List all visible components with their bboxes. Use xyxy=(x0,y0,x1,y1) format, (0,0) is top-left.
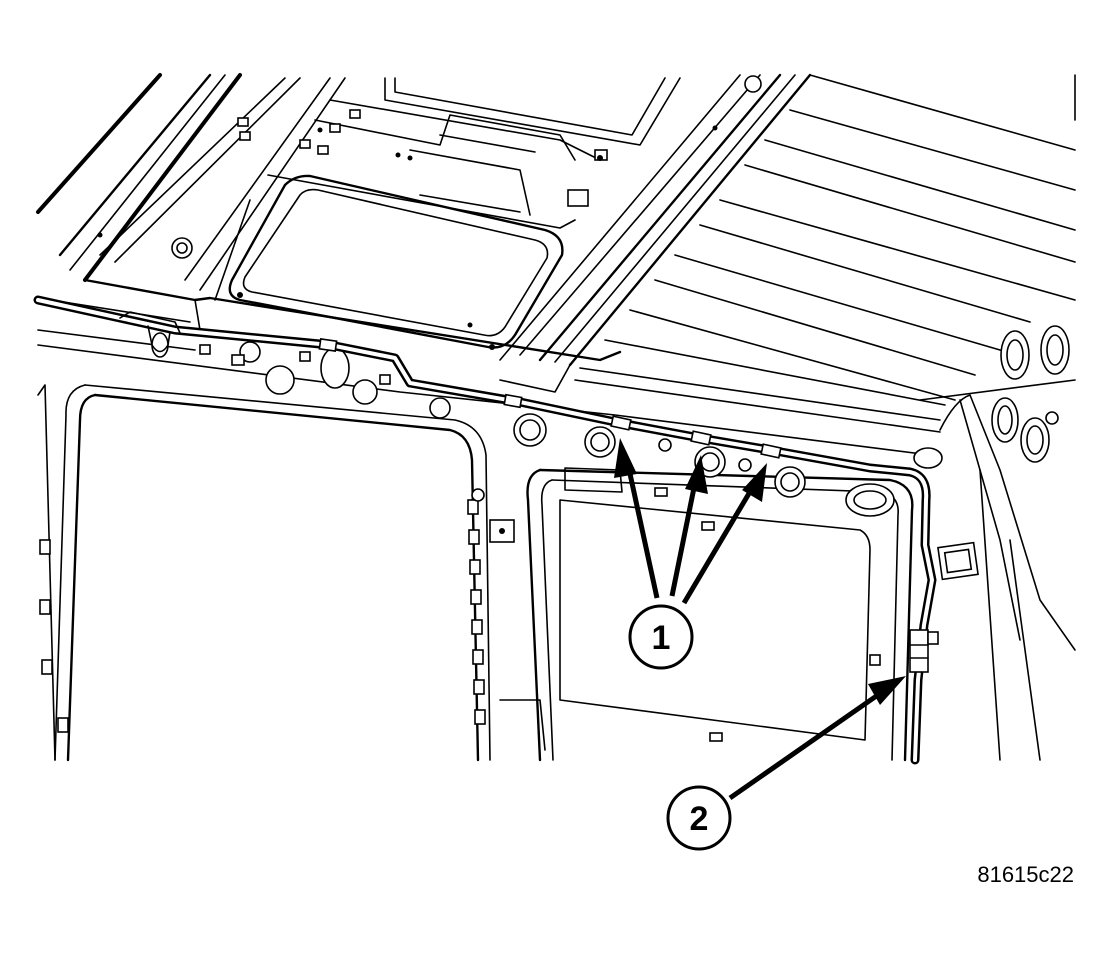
callout-2: 2 xyxy=(666,785,732,851)
callout-1-label: 1 xyxy=(652,619,671,657)
harness-connector xyxy=(909,629,939,673)
harness-clip xyxy=(503,393,523,409)
callout-arrows xyxy=(614,438,906,801)
callout-1: 1 xyxy=(628,604,694,670)
body-holes xyxy=(97,75,943,517)
callout-2-label: 2 xyxy=(690,800,709,838)
callout-1-arrow-b xyxy=(669,455,708,597)
figure-id: 81615c22 xyxy=(977,862,1074,887)
pillar-tabs xyxy=(39,499,486,733)
harness-clip xyxy=(610,415,632,431)
callout-1-arrow-c xyxy=(681,463,767,605)
wiring-harness xyxy=(33,295,939,765)
harness-inner xyxy=(36,298,934,762)
harness-outer xyxy=(33,295,937,765)
harness-clip xyxy=(690,430,712,446)
callout-2-arrow xyxy=(728,676,906,801)
harness-clip xyxy=(760,443,782,459)
callout-1-arrow-a xyxy=(614,438,660,599)
harness-clip xyxy=(318,338,338,352)
